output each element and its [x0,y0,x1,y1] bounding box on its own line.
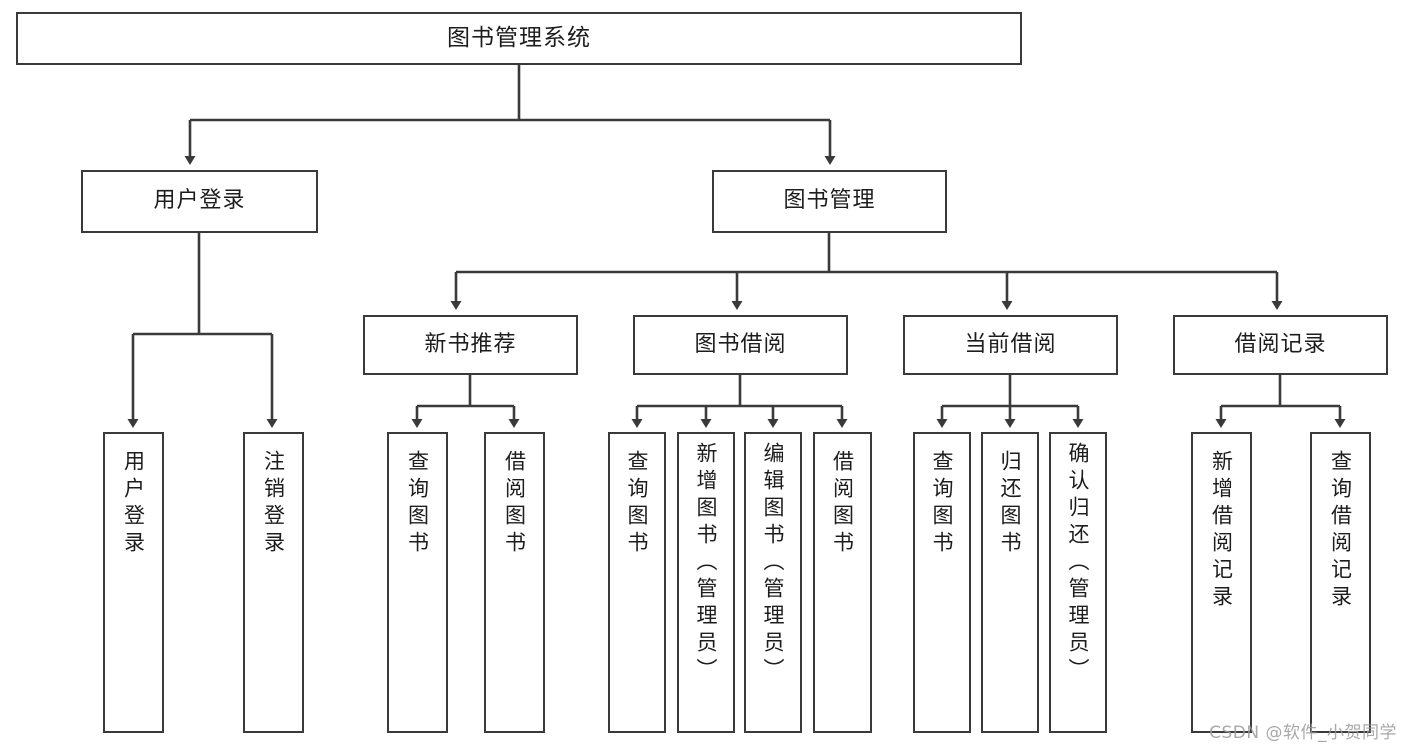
node-label: 图书管理 [783,188,876,214]
node-label: 归还图书 [998,450,1023,558]
node-label: 借阅记录 [1234,331,1327,357]
node-current-borrow[interactable]: 当前借阅 [903,315,1118,375]
node-label: 用户登录 [153,188,246,214]
node-borrow-record[interactable]: 借阅记录 [1173,315,1388,375]
leaf-user-login-logout[interactable]: 注销登录 [243,432,304,733]
node-label: 注销登录 [261,450,286,558]
node-new-book-recommend[interactable]: 新书推荐 [363,315,578,375]
node-label: 查询图书 [930,450,955,558]
leaf-borrow-record-add[interactable]: 新增借阅记录 [1191,432,1252,733]
node-book-borrow[interactable]: 图书借阅 [633,315,848,375]
node-label: 用户登录 [121,450,146,558]
leaf-new-book-borrow[interactable]: 借阅图书 [484,432,545,733]
leaf-new-book-query[interactable]: 查询图书 [387,432,448,733]
node-label: 查询图书 [625,450,650,558]
leaf-book-borrow-borrow[interactable]: 借阅图书 [813,432,872,733]
node-label: 当前借阅 [964,331,1057,357]
node-user-login[interactable]: 用户登录 [81,170,318,233]
node-label: 确认归还（管理员） [1066,442,1091,685]
node-label: 借阅图书 [502,450,527,558]
leaf-current-borrow-query[interactable]: 查询图书 [913,432,971,733]
node-label: 图书借阅 [694,331,787,357]
csdn-watermark: CSDN @软件_小贺同学 [1209,723,1397,743]
node-label: 新增借阅记录 [1209,450,1234,612]
leaf-book-borrow-query[interactable]: 查询图书 [608,432,666,733]
node-label: 图书管理系统 [447,24,591,51]
leaf-user-login-login[interactable]: 用户登录 [103,432,164,733]
node-label: 编辑图书（管理员） [761,442,786,685]
leaf-borrow-record-query[interactable]: 查询借阅记录 [1310,432,1371,733]
node-root-system[interactable]: 图书管理系统 [16,12,1022,65]
node-book-management[interactable]: 图书管理 [712,170,947,233]
node-label: 新书推荐 [424,331,517,357]
leaf-current-borrow-confirm[interactable]: 确认归还（管理员） [1049,432,1107,733]
leaf-book-borrow-edit[interactable]: 编辑图书（管理员） [744,432,802,733]
node-label: 新增图书（管理员） [694,442,719,685]
node-label: 借阅图书 [830,450,855,558]
leaf-book-borrow-add[interactable]: 新增图书（管理员） [677,432,735,733]
node-label: 查询借阅记录 [1328,450,1353,612]
node-label: 查询图书 [405,450,430,558]
leaf-current-borrow-return[interactable]: 归还图书 [981,432,1039,733]
